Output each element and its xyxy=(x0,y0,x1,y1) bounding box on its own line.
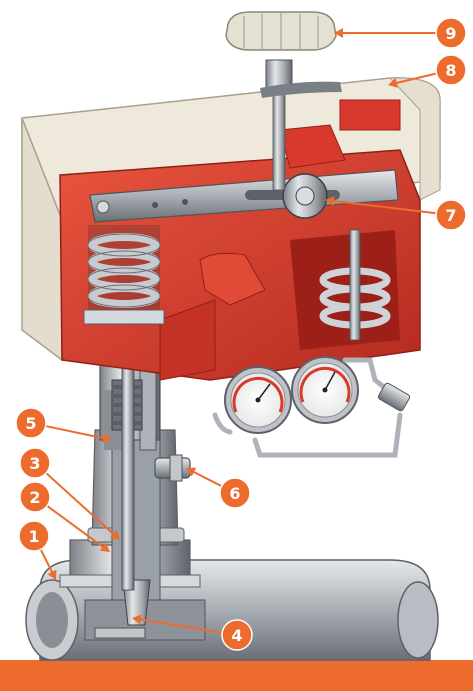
callout-2: 2 xyxy=(19,481,110,552)
callout-badge xyxy=(18,520,50,552)
callout-line xyxy=(192,470,223,488)
callout-number: 5 xyxy=(25,414,36,433)
callout-number: 2 xyxy=(29,488,40,507)
callout-badge xyxy=(19,481,51,513)
callout-number: 7 xyxy=(445,206,456,225)
callout-badge xyxy=(219,477,251,509)
callout-number: 8 xyxy=(445,61,456,80)
arrow-head-icon xyxy=(109,530,120,540)
callout-line xyxy=(45,425,105,440)
callout-line xyxy=(46,505,105,549)
arrow-head-icon xyxy=(47,569,57,580)
callout-badge xyxy=(221,619,253,651)
callout-line xyxy=(45,472,115,536)
arrow-head-icon xyxy=(325,196,335,207)
callout-layer: 1 2 3 4 5 6 7 8 9 xyxy=(15,17,467,651)
handwheel xyxy=(225,11,337,51)
callout-line xyxy=(395,72,437,85)
arrow-head-icon xyxy=(186,467,197,477)
callout-badge xyxy=(435,199,467,231)
callout-9: 9 xyxy=(334,17,467,49)
callout-number: 1 xyxy=(28,527,39,546)
fitting xyxy=(377,382,411,412)
callout-1: 1 xyxy=(18,520,57,580)
spring-left xyxy=(83,225,165,325)
callout-number: 3 xyxy=(29,454,40,473)
arrow-head-icon xyxy=(102,433,112,444)
callout-line xyxy=(139,618,223,634)
callout-badge xyxy=(15,407,47,439)
cam-roller xyxy=(282,173,328,219)
callout-badge xyxy=(435,17,467,49)
callout-badge xyxy=(435,54,467,86)
callout-line xyxy=(39,548,54,574)
handwheel-stem xyxy=(260,59,342,191)
callout-number: 6 xyxy=(229,484,240,503)
callout-3: 3 xyxy=(19,447,120,540)
callout-line xyxy=(332,199,437,215)
callout-4: 4 xyxy=(132,614,253,651)
pressure-gauge-right xyxy=(291,356,359,424)
arrow-head-icon xyxy=(388,78,398,88)
arrow-head-icon xyxy=(334,28,343,38)
callout-number: 4 xyxy=(231,626,242,645)
callout-badge xyxy=(19,447,51,479)
pressure-gauge-left xyxy=(224,366,292,434)
callout-8: 8 xyxy=(388,54,467,88)
arrow-head-icon xyxy=(99,542,110,552)
footer-band xyxy=(0,660,473,691)
callout-7: 7 xyxy=(325,196,467,231)
callout-6: 6 xyxy=(186,467,251,509)
spring-right xyxy=(319,229,391,341)
callout-5: 5 xyxy=(15,407,112,444)
arrow-head-icon xyxy=(132,614,142,625)
callout-number: 9 xyxy=(445,24,456,43)
side-port xyxy=(154,454,191,482)
